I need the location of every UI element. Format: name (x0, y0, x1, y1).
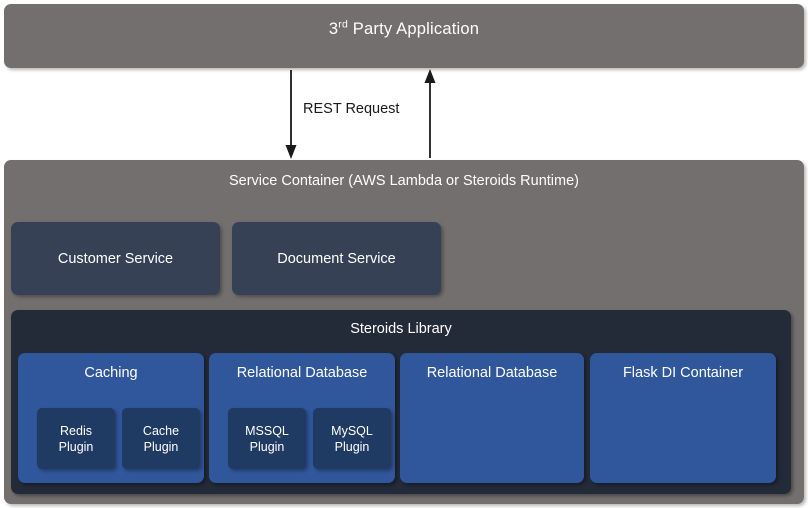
plugin-label-line1: MySQL (331, 423, 373, 438)
library-group-title: Relational Database (236, 365, 368, 381)
client-label-superscript: rd (338, 18, 349, 31)
service-box-document-service[interactable]: Document Service (232, 222, 441, 295)
client-label-rest: Party Application (348, 20, 480, 38)
plugin-box-redis[interactable]: Redis Plugin (37, 408, 115, 469)
plugin-box-mysql[interactable]: MySQL Plugin (313, 408, 391, 469)
plugin-label-line1: MSSQL (245, 423, 289, 438)
library-group-flask-di-container[interactable]: Flask DI Container (590, 353, 776, 483)
library-group-caching[interactable]: Caching Redis Plugin Cache Plugin (18, 353, 204, 483)
steroids-library-title: Steroids Library (350, 321, 452, 337)
library-group-title: Caching (84, 365, 138, 381)
plugin-label-line2: Plugin (249, 439, 285, 454)
rest-response-up-arrow (424, 69, 436, 158)
library-group-title: Flask DI Container (622, 365, 744, 381)
service-box-label: Document Service (277, 250, 396, 267)
rest-request-label: REST Request (303, 101, 400, 117)
plugin-box-mssql[interactable]: MSSQL Plugin (228, 408, 306, 469)
plugin-label-line2: Plugin (334, 439, 370, 454)
rest-request-down-arrow (285, 70, 297, 159)
plugin-label-line1: Redis (60, 423, 92, 438)
third-party-application-box: 3rd Party Application (4, 4, 804, 68)
third-party-application-label: 3rd Party Application (4, 18, 804, 39)
service-box-customer-service[interactable]: Customer Service (11, 222, 220, 295)
plugin-label-line1: Cache (142, 423, 180, 438)
library-group-relational-database[interactable]: Relational Database MSSQL Plugin MySQL P… (209, 353, 395, 483)
service-container-title: Service Container (AWS Lambda or Steroid… (228, 173, 580, 189)
client-label-prefix: 3 (328, 20, 339, 38)
plugin-label-line2: Plugin (143, 439, 179, 454)
library-group-title: Relational Database (426, 365, 558, 381)
library-group-relational-database-secondary[interactable]: Relational Database (400, 353, 584, 483)
plugin-label-line2: Plugin (58, 439, 94, 454)
plugin-box-cache[interactable]: Cache Plugin (122, 408, 200, 469)
service-box-label: Customer Service (57, 250, 174, 267)
